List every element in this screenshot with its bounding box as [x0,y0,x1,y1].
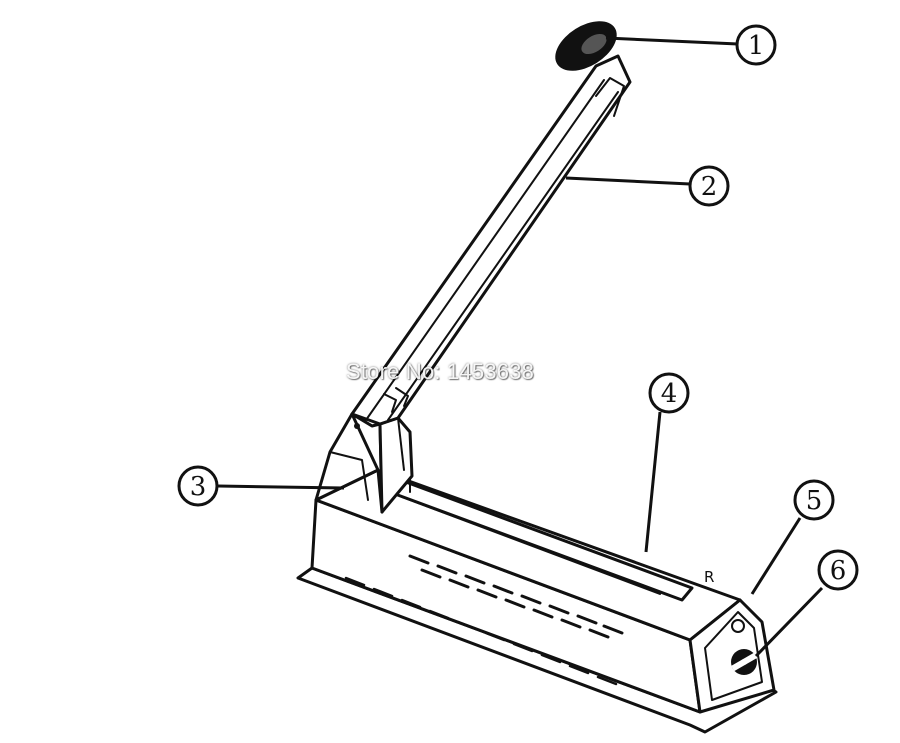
callout-1-label: 1 [748,31,765,61]
callout-3: 3 [177,465,345,507]
vent-slots [344,554,624,686]
callout-5-label: 5 [806,486,823,516]
indicator-light [731,619,745,633]
sealing-arm [350,54,632,426]
callout-3-label: 3 [190,472,207,502]
sealer-base [296,468,778,734]
hinge-housing [314,412,414,514]
callout-1: 1 [605,24,777,66]
callout-2: 2 [565,165,730,207]
callout-6: 6 [754,549,859,658]
store-watermark: Store No: 1453638 [346,359,535,384]
body-mark: R [704,568,714,586]
timer-knob [731,649,757,675]
arm-knob [555,21,617,71]
body-mark-text: R [704,568,714,586]
callout-2-label: 2 [701,172,718,202]
callout-6-label: 6 [830,556,847,586]
callout-4: 4 [644,372,690,553]
callout-4-label: 4 [661,379,678,409]
callout-5: 5 [750,479,835,595]
